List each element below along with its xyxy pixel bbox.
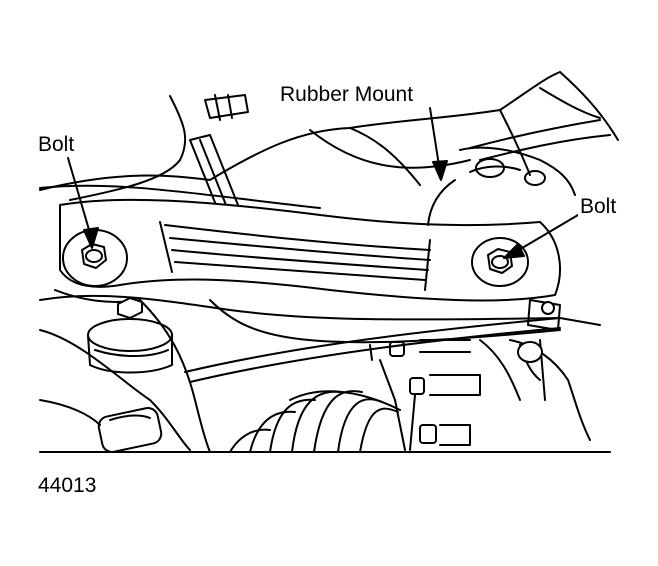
arrow-bolt-left (68, 158, 92, 240)
bolt-label-left: Bolt (36, 133, 77, 156)
arrowhead-bolt-right (504, 244, 524, 258)
arrow-bolt-right (512, 215, 578, 254)
arrowhead-bolt-left (84, 228, 98, 248)
rubber-mount-label: Rubber Mount (278, 83, 416, 106)
rubber-mount (428, 148, 575, 225)
figure-id: 44013 (38, 474, 97, 497)
steering-rod (185, 318, 600, 382)
arrowhead-rubber-mount (433, 161, 447, 180)
crossmember-beam (40, 186, 560, 342)
lower-control-arm (40, 300, 210, 454)
cv-boot (230, 391, 400, 452)
leader-arrows (68, 108, 578, 258)
lower-bracket-studs (370, 340, 590, 450)
body-frame (40, 72, 618, 200)
bolt-label-right: Bolt (578, 195, 619, 218)
left-bolt-assembly (55, 230, 172, 373)
